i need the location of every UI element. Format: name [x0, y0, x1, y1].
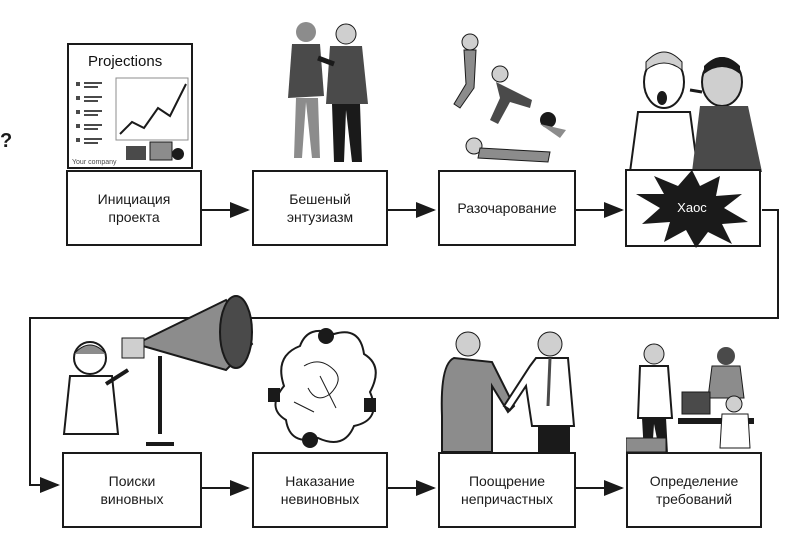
walking-businessmen-illustration [288, 22, 368, 162]
step-label-reward: Поощрение непричастных [461, 473, 553, 507]
projections-board-illustration: Projections Your company [67, 43, 193, 169]
step-label-chaos: Хаос [677, 200, 707, 215]
step-box-disappointment: Разочарование [438, 170, 576, 246]
projections-footer-text: Your company [72, 159, 117, 166]
projections-sign-text: Projections [88, 53, 162, 70]
arrow-4-5 [29, 209, 779, 493]
step-label-punishment: Наказание невиновных [280, 473, 360, 507]
step-label-initiation: Инициация проекта [97, 191, 171, 225]
step-box-blame: Поиски виновных [62, 452, 202, 528]
whisper-gossip-illustration [628, 51, 762, 172]
fight-cloud-illustration [268, 328, 377, 448]
question-mark: ? [0, 130, 13, 152]
step-label-disappointment: Разочарование [457, 200, 557, 216]
handshake-illustration [440, 331, 576, 453]
step-label-blame: Поиски виновных [100, 473, 164, 507]
step-label-enthusiasm: Бешеный энтузиазм [286, 191, 354, 225]
megaphone-illustration [62, 295, 254, 446]
step-label-requirements: Определение требований [649, 473, 739, 507]
office-meeting-illustration [626, 343, 754, 454]
step-box-reward: Поощрение непричастных [438, 452, 576, 528]
step-box-requirements: Определение требований [626, 452, 762, 528]
step-box-punishment: Наказание невиновных [252, 452, 388, 528]
chaos-explosion-icon [636, 170, 748, 248]
despair-figures-illustration [453, 33, 566, 163]
step-box-chaos: Хаос [625, 169, 761, 248]
step-box-enthusiasm: Бешеный энтузиазм [252, 170, 388, 246]
step-box-initiation: Инициация проекта [66, 170, 202, 246]
